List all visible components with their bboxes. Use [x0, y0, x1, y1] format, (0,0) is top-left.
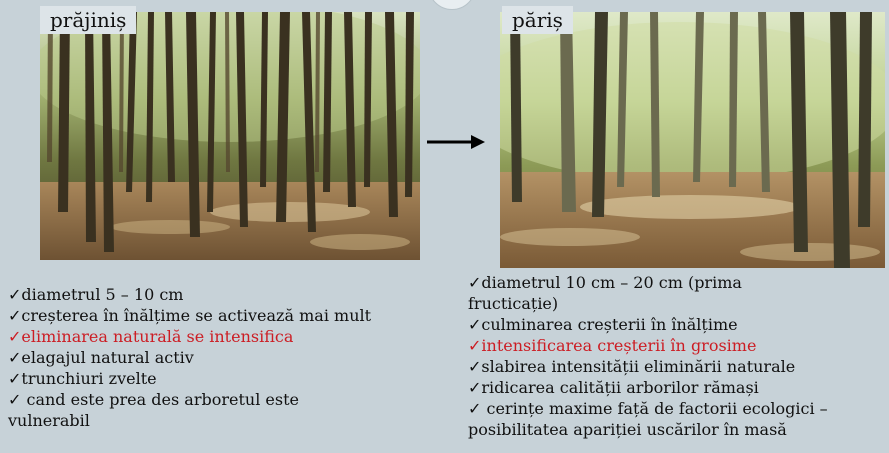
list-item: ✓ cerințe maxime față de factorii ecolog…: [468, 399, 828, 439]
list-item: ✓diametrul 10 cm – 20 cm (prima fructica…: [468, 273, 742, 313]
right-characteristics-list: ✓diametrul 10 cm – 20 cm (prima fructica…: [468, 272, 889, 440]
list-item: ✓diametrul 5 – 10 cm: [8, 285, 184, 304]
left-title: prăjiniș: [40, 6, 137, 34]
list-item: ✓ridicarea calității arborilor rămași: [468, 378, 759, 397]
list-item: ✓elagajul natural activ: [8, 348, 194, 367]
right-arrow-icon: [427, 135, 485, 149]
list-item-highlight: ✓eliminarea naturală se intensifica: [8, 327, 294, 346]
list-item: ✓culminarea creșterii în înălțime: [468, 315, 738, 334]
list-item-highlight: ✓intensificarea creșterii în grosime: [468, 336, 757, 355]
decorative-circle: [428, 0, 476, 10]
forest-pole-stand-photo: [500, 12, 885, 268]
list-item: ✓slabirea intensității eliminării natura…: [468, 357, 796, 376]
right-title: păriș: [502, 6, 573, 34]
list-item: ✓ cand este prea des arboretul este vuln…: [8, 390, 299, 430]
forest-thicket-photo: [40, 12, 420, 260]
left-characteristics-list: ✓diametrul 5 – 10 cm ✓creșterea în înălț…: [8, 284, 448, 431]
list-item: ✓creșterea în înălțime se activează mai …: [8, 306, 372, 325]
list-item: ✓trunchiuri zvelte: [8, 369, 157, 388]
